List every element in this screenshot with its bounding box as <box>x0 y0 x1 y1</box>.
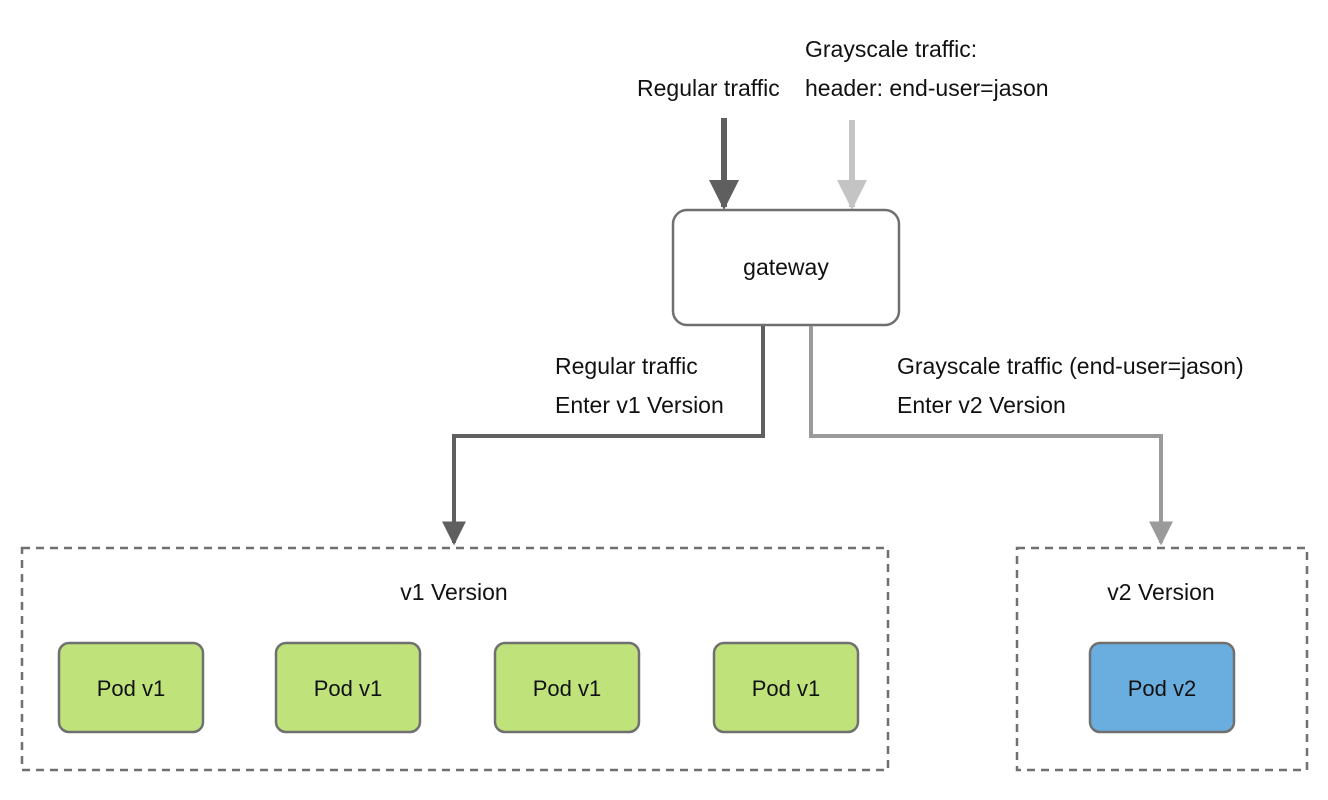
route-regular-label-line1: Regular traffic <box>555 353 698 379</box>
route-grayscale-label-line2: Enter v2 Version <box>897 392 1066 418</box>
v1-group-border <box>20 546 890 772</box>
pod-label: Pod v1 <box>314 676 383 701</box>
pod-v2-1: Pod v2 <box>1088 641 1236 734</box>
v2-group-title: v2 Version <box>1107 579 1214 605</box>
pod-label: Pod v1 <box>752 676 821 701</box>
route-grayscale-to-v2 <box>809 326 1173 546</box>
route-regular-to-v1 <box>442 326 765 546</box>
v1-group-title: v1 Version <box>400 579 507 605</box>
pod-v1-4: Pod v1 <box>712 641 860 734</box>
incoming-grayscale-label-line2: header: end-user=jason <box>805 75 1049 101</box>
pod-v1-3: Pod v1 <box>493 641 641 734</box>
v2-version-group: v2 Version Pod v2 <box>1015 546 1309 772</box>
incoming-regular-label: Regular traffic <box>637 75 780 101</box>
pod-label: Pod v1 <box>97 676 166 701</box>
pod-label: Pod v2 <box>1128 676 1197 701</box>
route-grayscale-label-line1: Grayscale traffic (end-user=jason) <box>897 353 1244 379</box>
v1-version-group: v1 Version Pod v1 Pod v1 Pod v1 Pod v1 <box>20 546 890 772</box>
gateway-box <box>671 208 901 327</box>
route-regular-label-line2: Enter v1 Version <box>555 392 724 418</box>
pod-v1-1: Pod v1 <box>57 641 205 734</box>
gateway-node: gateway <box>671 208 901 327</box>
v2-group-border <box>1015 546 1309 772</box>
gateway-label: gateway <box>743 254 829 280</box>
pod-v1-2: Pod v1 <box>274 641 422 734</box>
pod-label: Pod v1 <box>533 676 602 701</box>
incoming-grayscale-label-line1: Grayscale traffic: <box>805 36 977 62</box>
